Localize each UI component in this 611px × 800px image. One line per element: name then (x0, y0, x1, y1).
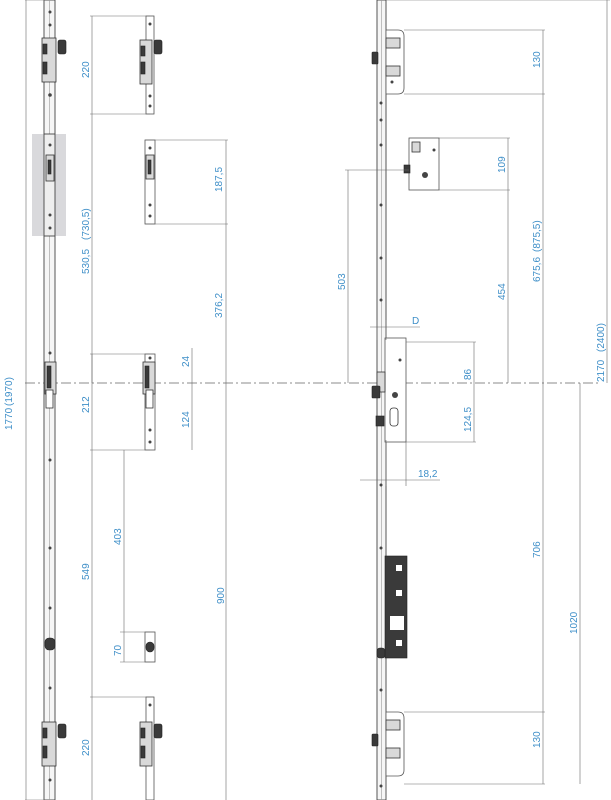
keeper-center-left (142, 353, 156, 451)
right-lower-span: 706 (532, 541, 543, 558)
keeper-bottom-left (139, 696, 163, 800)
right-upper-lock-height: 109 (497, 156, 508, 173)
right-center-to-handle: 86 (463, 368, 474, 380)
right-lock-to-center: 454 (497, 283, 508, 300)
right-upper-lock-to-center: 503 (337, 273, 348, 290)
right-top-keeper (371, 29, 405, 122)
right-backset-label: D (412, 316, 419, 327)
right-total-height-alt: (2400) (596, 323, 607, 352)
left-keeper-to-center: 376,2 (214, 293, 225, 318)
right-bottom-keeper (371, 711, 405, 788)
left-below-center: 124 (181, 411, 192, 428)
keeper-top-left (139, 15, 163, 115)
right-faceplate-width: 18,2 (418, 469, 438, 480)
left-span-dim: 530,5 (81, 249, 92, 274)
left-center-keeper-height: 212 (81, 396, 92, 413)
left-lower-total: 900 (216, 587, 227, 604)
left-upper-lock-part (45, 143, 55, 230)
right-top-keeper-dim: 130 (532, 51, 543, 68)
left-bottom-hook (41, 721, 67, 782)
right-upper-lock-case (379, 137, 440, 260)
right-lock-span-alt: (875,5) (532, 220, 543, 252)
left-center-hook (44, 351, 57, 409)
left-above-center: 24 (181, 355, 192, 367)
left-small-keeper: 70 (113, 644, 124, 656)
right-lower-total: 1020 (569, 611, 580, 634)
left-total-height: 1770 (4, 407, 15, 430)
left-bottom-keeper-dim: 220 (81, 739, 92, 756)
right-main-lock (371, 298, 407, 487)
left-dimension-lines (25, 0, 228, 800)
keeper-upper-small (144, 139, 156, 225)
left-top-keeper-dim: 220 (81, 61, 92, 78)
keeper-small-lower (144, 631, 156, 663)
left-lower-span: 549 (81, 563, 92, 580)
left-lower-parts (44, 458, 56, 690)
right-bottom-keeper-dim: 130 (532, 731, 543, 748)
left-span-dim-alt: (730,5) (81, 208, 92, 240)
right-total-height: 2170 (596, 359, 607, 382)
right-lower-lock-case (376, 546, 408, 692)
left-small-keeper-height: 187,5 (214, 167, 225, 192)
right-dimension-lines (345, 0, 610, 785)
left-top-hook (41, 10, 67, 97)
left-center-to-lower: 403 (113, 528, 124, 545)
left-total-height-alt: (1970) (4, 377, 15, 406)
right-center-to-cylinder: 124,5 (463, 407, 474, 432)
right-lock-span: 675,6 (532, 257, 543, 282)
